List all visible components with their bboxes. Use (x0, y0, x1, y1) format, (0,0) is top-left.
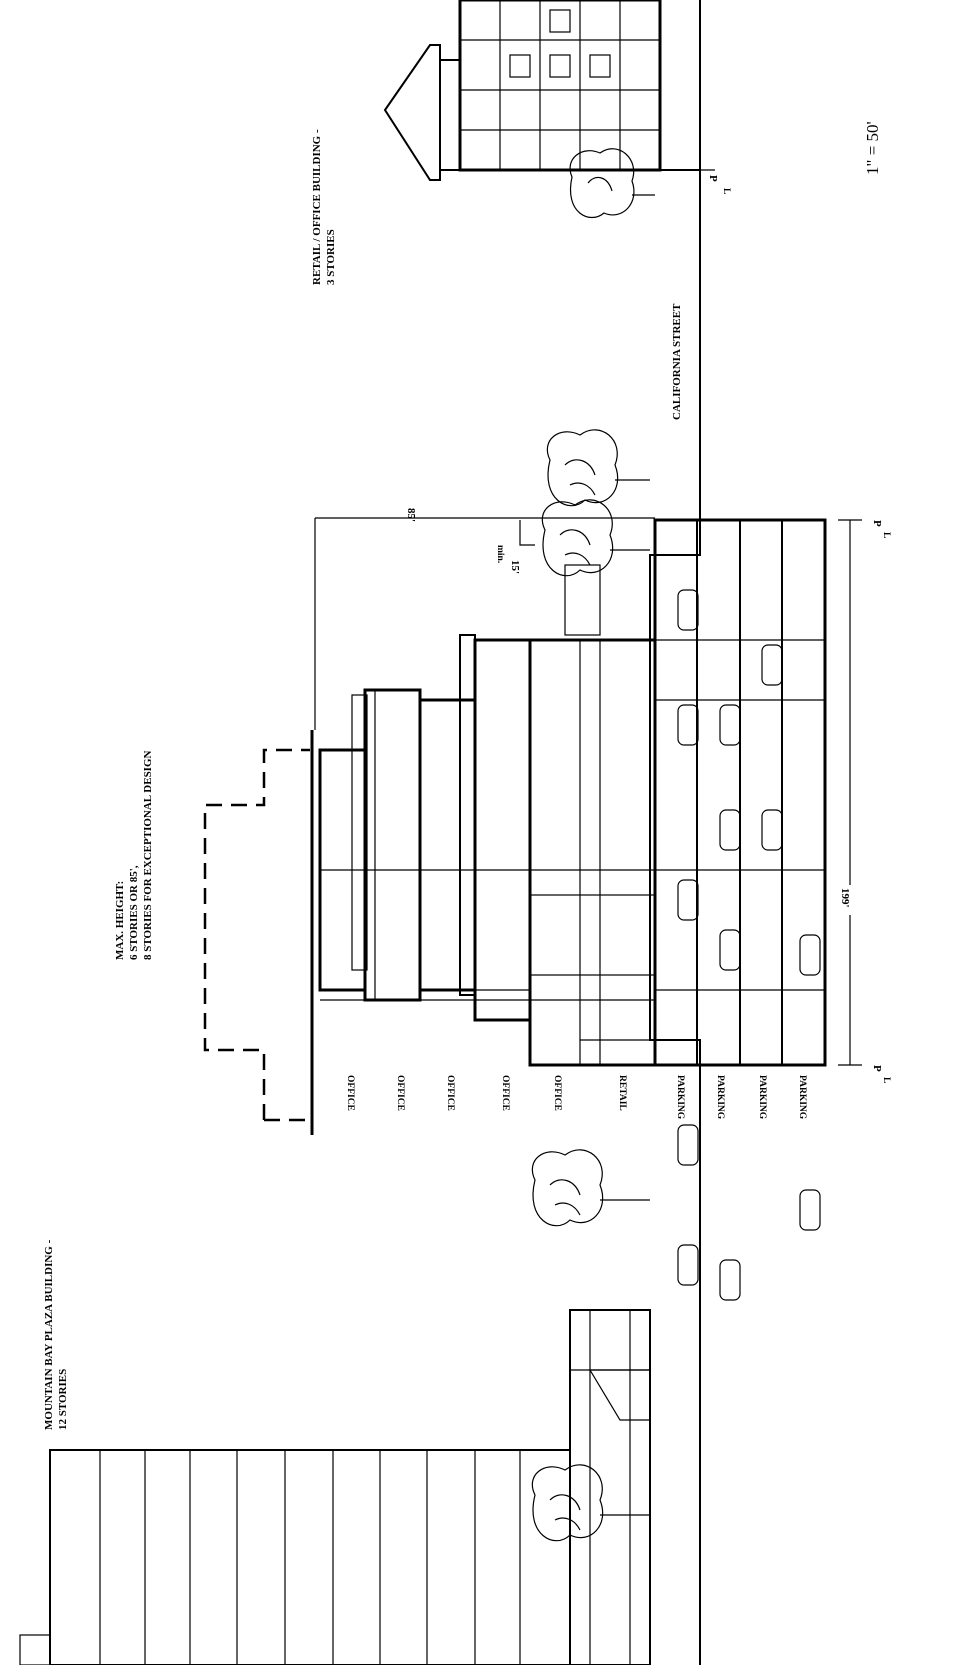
floor-label-office-5: OFFICE (552, 1075, 562, 1111)
floor-label-office-1: OFFICE (345, 1075, 355, 1111)
dim-height-label: 85' (405, 508, 417, 522)
dimension-height: 85' (314, 508, 655, 730)
tree-icon (541, 499, 650, 577)
tree-icon (569, 148, 655, 218)
california-street-label: CALIFORNIA STREET (671, 303, 683, 420)
max-height-line-1: MAX. HEIGHT: (114, 881, 126, 960)
proposed-building (310, 518, 827, 1135)
mountain-bay-stories-label: 12 STORIES (57, 1369, 69, 1430)
retail-office-label: RETAIL / OFFICE BUILDING - (311, 129, 323, 285)
ground-line (580, 0, 701, 1665)
pl-sub-bot: L (881, 1077, 891, 1083)
floor-label-office-2: OFFICE (395, 1075, 405, 1111)
scale-label: 1" = 50' (863, 121, 882, 175)
floor-label-parking-4: PARKING (797, 1075, 807, 1120)
max-height-line-2: 6 STORIES OR 85', (128, 865, 140, 960)
retail-office-stories-label: 3 STORIES (325, 229, 337, 285)
dim-setback-label-1: min. (495, 545, 505, 563)
floor-label-retail: RETAIL (617, 1075, 627, 1111)
tree-icon (546, 429, 650, 507)
pl-label-top: P (707, 175, 719, 182)
tree-icon (531, 1149, 650, 1227)
pl-sub-top: L (721, 188, 731, 194)
max-height-envelope (203, 748, 312, 1122)
floor-label-parking-3: PARKING (757, 1075, 767, 1120)
max-height-line-3: 8 STORIES FOR EXCEPTIONAL DESIGN (142, 750, 154, 960)
dimension-width: 199' (838, 519, 862, 1066)
mountain-bay-plaza-building (19, 1449, 571, 1665)
pl-sub-mid: L (881, 532, 891, 538)
dim-setback-label-2: 15' (509, 560, 521, 574)
pl-label-bot: P (871, 1065, 883, 1072)
floor-label-parking-2: PARKING (715, 1075, 725, 1120)
property-line-markers: P L P L P L (650, 169, 891, 1083)
adjacent-podium (569, 1309, 651, 1665)
tree-icon (531, 1464, 650, 1542)
mountain-bay-label: MOUNTAIN BAY PLAZA BUILDING - (43, 1239, 55, 1430)
planter (564, 564, 601, 636)
car-icon (677, 589, 821, 1301)
floor-label-office-4: OFFICE (500, 1075, 510, 1111)
dim-width-label: 199' (839, 888, 851, 908)
pl-label-mid: P (871, 520, 883, 527)
dimension-setback: min. 15' (495, 520, 535, 574)
retail-office-building (383, 0, 700, 181)
floor-label-office-3: OFFICE (445, 1075, 455, 1111)
floor-labels: OFFICE OFFICE OFFICE OFFICE OFFICE RETAI… (345, 1075, 807, 1120)
floor-label-parking-1: PARKING (675, 1075, 685, 1120)
